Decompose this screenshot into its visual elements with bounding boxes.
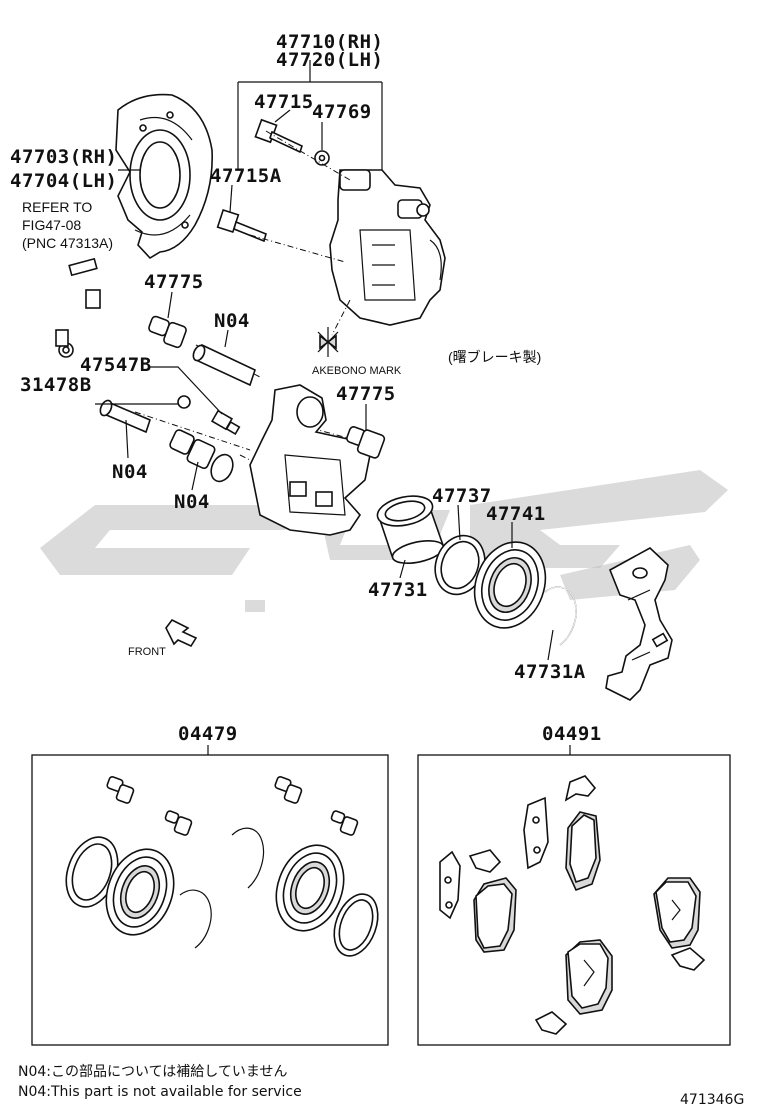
label-front: FRONT — [128, 646, 166, 658]
label-n04-pin: N04 — [214, 310, 250, 332]
dust-shield — [115, 93, 213, 260]
label-47731: 47731 — [368, 579, 428, 601]
label-jp-maker: (曙ブレーキ製) — [448, 349, 541, 365]
boot-n04 — [169, 429, 234, 483]
bolt-47715A — [216, 208, 267, 243]
label-47715: 47715 — [254, 91, 314, 113]
label-n04-bolt: N04 — [112, 461, 148, 483]
mounting-bracket — [605, 547, 673, 701]
label-kit-04479: 04479 — [178, 723, 238, 745]
label-kit-04491: 04491 — [542, 723, 602, 745]
label-47737: 47737 — [432, 485, 492, 507]
boot-47775-top — [148, 315, 187, 349]
label-47703: 47703(RH) — [10, 146, 117, 168]
caliper-body — [249, 384, 371, 536]
note-en: N04:This part is not available for servi… — [18, 1084, 302, 1100]
label-47710: 47710(RH) — [276, 31, 383, 53]
leader-lines — [95, 60, 571, 755]
kit-04479-parts — [65, 776, 379, 957]
label-n04-boot: N04 — [174, 491, 210, 513]
label-47704: 47704(LH) — [10, 170, 117, 192]
label-akebono: AKEBONO MARK — [312, 365, 402, 377]
label-47769: 47769 — [312, 101, 372, 123]
kit-04491-parts — [439, 775, 706, 1035]
bleeder-plug — [177, 395, 241, 436]
bolt-47715 — [254, 118, 330, 166]
kit-04491-box — [417, 754, 731, 1046]
label-47720: 47720(LH) — [276, 49, 383, 71]
label-47741: 47741 — [486, 503, 546, 525]
label-47775-mid: 47775 — [336, 383, 396, 405]
note-jp: N04:この部品については補給していません — [18, 1064, 287, 1080]
set-ring — [544, 586, 577, 646]
akebono-mark-icon — [317, 327, 339, 357]
label-47775-top: 47775 — [144, 271, 204, 293]
piston-seal — [434, 534, 486, 596]
label-refer-to: REFER TO — [22, 199, 92, 215]
upper-caliper — [329, 169, 446, 326]
front-arrow-icon — [165, 618, 198, 648]
cylinder-boot — [473, 541, 547, 629]
label-47731A: 47731A — [514, 661, 586, 683]
label-31478B: 31478B — [20, 374, 92, 396]
label-pnc: (PNC 47313A) — [22, 235, 113, 251]
sleeve-pin — [192, 343, 256, 387]
kit-04479-box — [31, 754, 389, 1046]
label-47547B: 47547B — [80, 354, 152, 376]
boot-47775-mid — [346, 426, 386, 459]
figure-id: 471346G — [680, 1092, 744, 1108]
label-fig: FIG47-08 — [22, 217, 81, 233]
brake-hose — [55, 257, 138, 358]
label-47715A: 47715A — [210, 165, 282, 187]
